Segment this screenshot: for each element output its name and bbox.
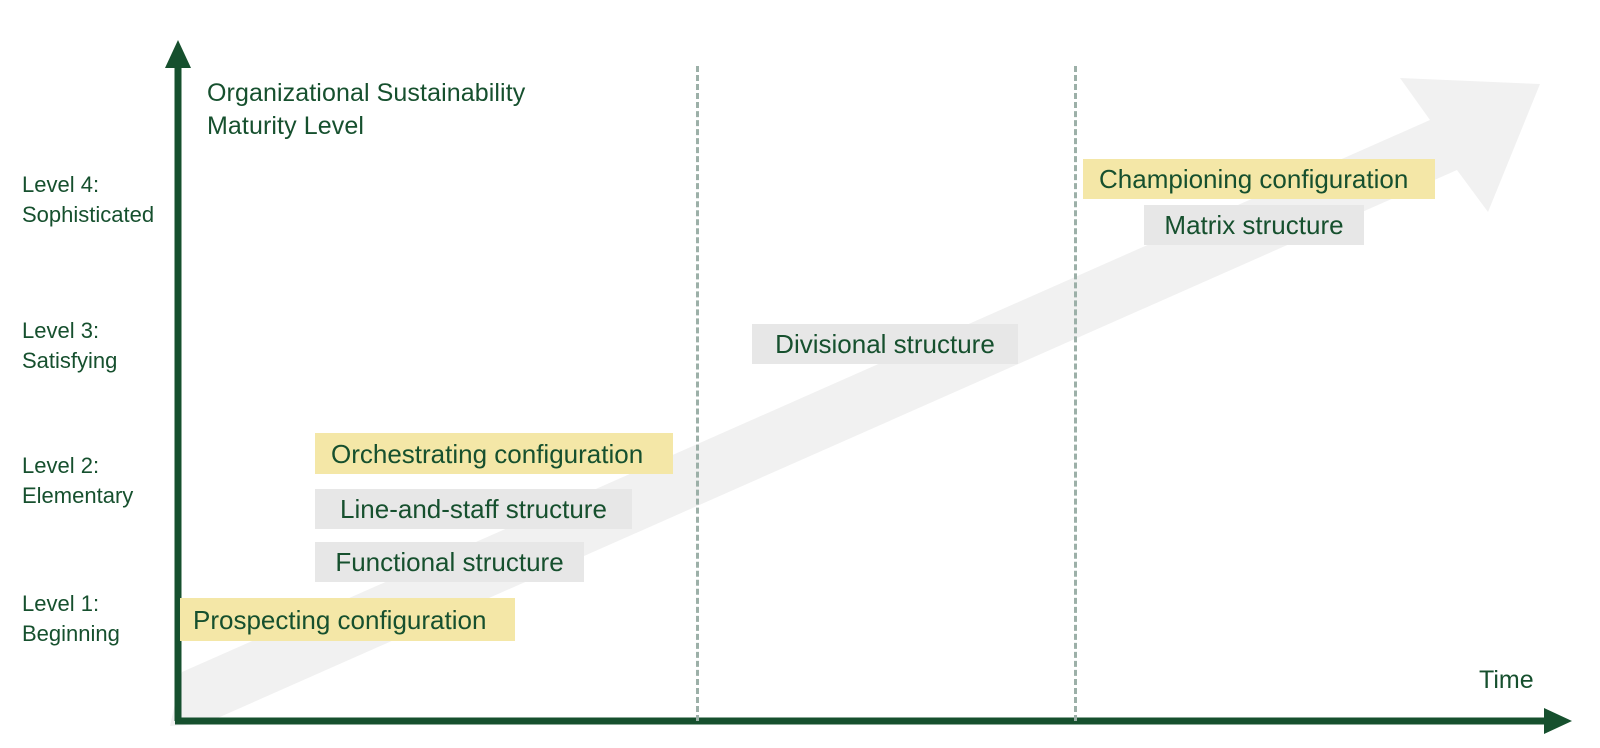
item-label: Functional structure [335, 547, 564, 577]
x-axis-label-time: Time [1479, 666, 1534, 694]
item-label: Championing configuration [1099, 164, 1409, 194]
page-title: Organizational Sustainability Maturity L… [207, 79, 526, 140]
item-divisional-structure[interactable]: Divisional structure [752, 324, 1018, 364]
item-prospecting-configuration[interactable]: Prospecting configuration [180, 598, 515, 641]
item-orchestrating-configuration[interactable]: Orchestrating configuration [315, 433, 673, 474]
y-axis-label-level-1: Level 1: Beginning [22, 591, 120, 646]
item-championing-configuration[interactable]: Championing configuration [1083, 159, 1435, 199]
item-label: Matrix structure [1164, 210, 1344, 240]
y-axis-label-level-3: Level 3: Satisfying [22, 318, 118, 373]
item-functional-structure[interactable]: Functional structure [315, 542, 584, 582]
y-axis-label-level-2: Level 2: Elementary [22, 453, 134, 508]
phase-separator-2 [1074, 66, 1077, 721]
item-line-and-staff-structure[interactable]: Line-and-staff structure [315, 489, 632, 529]
item-matrix-structure[interactable]: Matrix structure [1144, 205, 1364, 245]
item-label: Divisional structure [775, 329, 995, 359]
phase-separator-1 [696, 66, 699, 721]
item-label: Orchestrating configuration [331, 438, 644, 469]
y-axis-label-level-4: Level 4: Sophisticated [22, 172, 155, 227]
item-label: Line-and-staff structure [340, 494, 607, 524]
item-label: Prospecting configuration [193, 604, 487, 635]
